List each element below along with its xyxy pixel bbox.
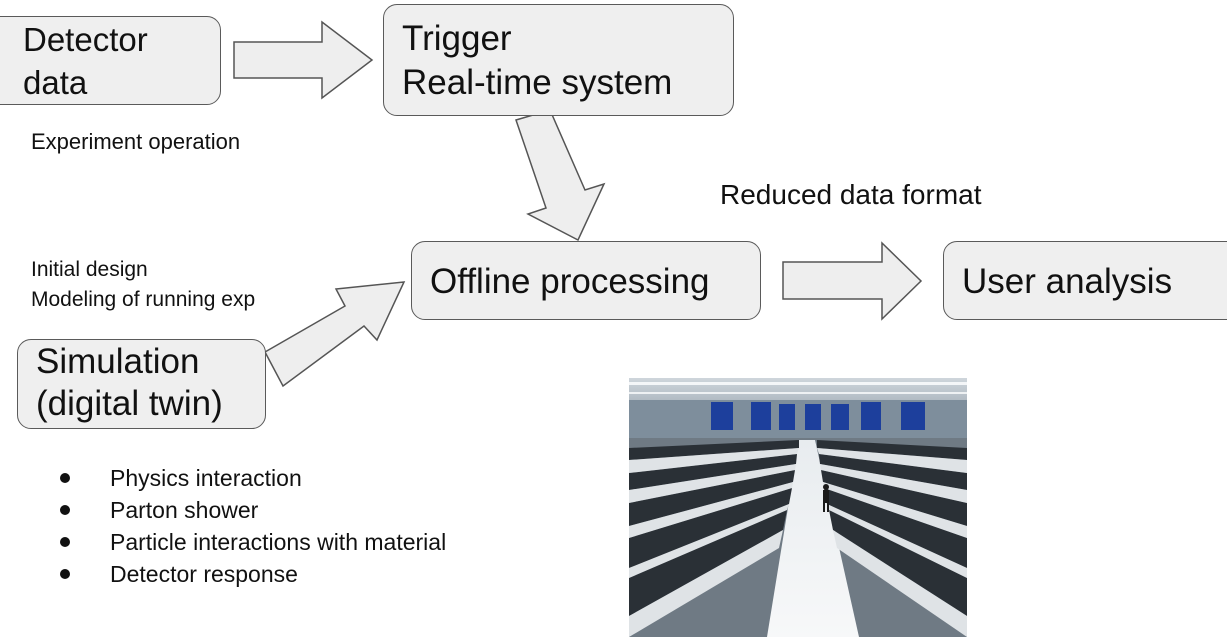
modeling-label: Modeling of running exp <box>31 288 256 311</box>
user-analysis-node: User analysis <box>943 241 1227 320</box>
list-item: Physics interaction <box>60 462 446 494</box>
step-label: Detector response <box>110 561 298 587</box>
step-label: Parton shower <box>110 497 259 523</box>
arrow-simulation-to-offline <box>263 281 406 388</box>
trigger-line1: Trigger <box>402 19 512 58</box>
offline-label: Offline processing <box>430 262 710 301</box>
user-label: User analysis <box>962 262 1173 301</box>
step-label: Particle interactions with material <box>110 529 447 555</box>
simulation-steps-list: Physics interaction Parton shower Partic… <box>60 462 446 590</box>
list-item: Particle interactions with material <box>60 526 446 558</box>
simulation-line1: Simulation <box>36 342 200 381</box>
detector-line2: data <box>23 64 88 101</box>
step-label: Physics interaction <box>110 465 302 491</box>
arrow-offline-to-user <box>782 241 923 321</box>
initial-design-label: Initial design <box>31 258 148 281</box>
reduced-data-format-label: Reduced data format <box>720 179 982 210</box>
list-item: Detector response <box>60 558 446 590</box>
bullet-icon <box>60 537 70 547</box>
trigger-node: Trigger Real-time system <box>383 4 734 116</box>
detector-line1: Detector <box>23 21 148 58</box>
bullet-icon <box>60 505 70 515</box>
experiment-operation-label: Experiment operation <box>31 129 241 154</box>
simulation-node: Simulation (digital twin) <box>17 339 266 429</box>
offline-processing-node: Offline processing <box>411 241 761 320</box>
detector-data-node: Detector data <box>0 16 221 105</box>
trigger-line2: Real-time system <box>402 63 673 102</box>
simulation-line2: (digital twin) <box>36 384 223 423</box>
bullet-icon <box>60 473 70 483</box>
server-hall-illustration <box>629 378 967 637</box>
bullet-icon <box>60 569 70 579</box>
list-item: Parton shower <box>60 494 446 526</box>
arrow-trigger-to-offline <box>515 109 606 242</box>
computing-center-photo <box>629 378 967 637</box>
arrow-detector-to-trigger <box>233 20 374 100</box>
